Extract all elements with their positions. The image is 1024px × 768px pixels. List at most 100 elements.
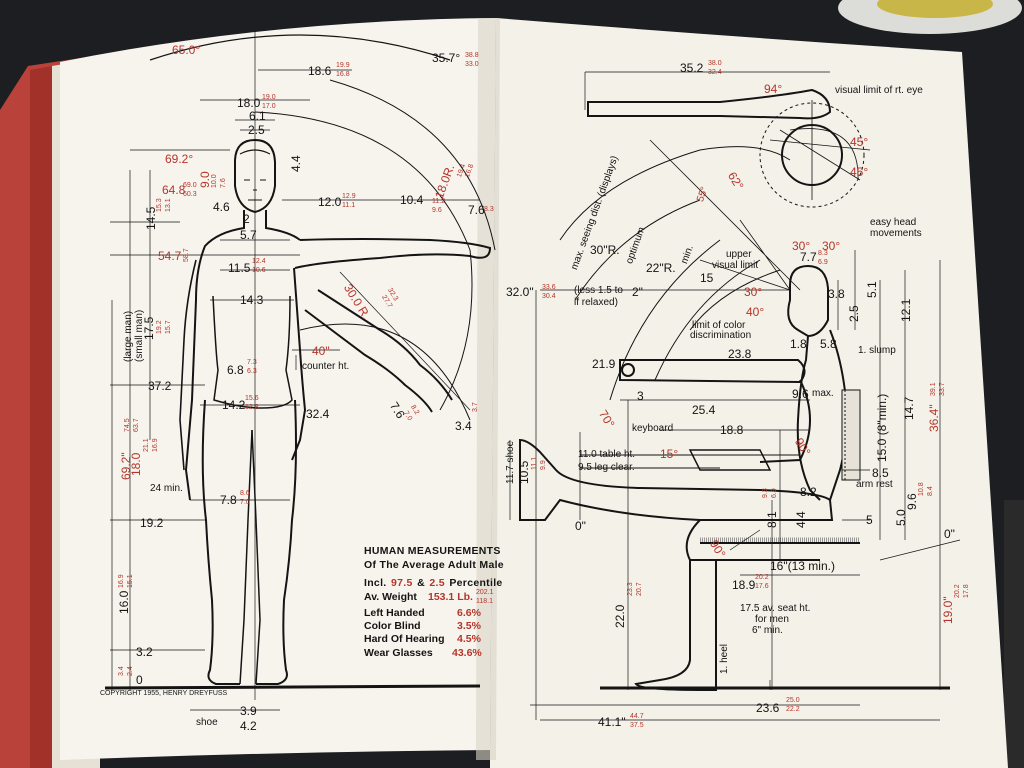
limit-color-label: limit of color <box>692 320 746 331</box>
dim-19-2: 19.2 <box>140 516 164 530</box>
dim-5-7: 5.7 <box>240 228 257 242</box>
stat-weight-value: 153.1 Lb. <box>428 591 473 603</box>
dim-23-8: 23.8 <box>728 347 752 361</box>
title-line-3: Incl. 97.5 & 2.5 Percentile <box>364 577 503 589</box>
dim-30in: 30"R. <box>590 243 620 257</box>
dim-6-8: 6.8 <box>227 363 244 377</box>
right-page <box>490 18 1008 768</box>
visual-limit-label: visual limit of rt. eye <box>835 85 923 96</box>
dim-4-4: 4.4 <box>289 155 303 172</box>
dim-0in: 0" <box>575 519 586 533</box>
dim-5-1: 5.1 <box>865 281 879 298</box>
dim-32-4: 32.4 <box>306 407 330 421</box>
dim-0in-right: 0" <box>944 527 955 541</box>
dim-14-7: 14.7 <box>902 396 916 420</box>
dim-40d: 40° <box>746 305 765 319</box>
easy-head-label: easy head <box>870 217 917 228</box>
dim-4-4r: 4.4 <box>794 511 808 528</box>
heel-label: 1. heel <box>719 643 730 674</box>
counter-ht-label: counter ht. <box>302 361 350 372</box>
dim-30b: 30° <box>822 239 841 253</box>
dim-25-4: 25.4 <box>692 403 716 417</box>
stat-glasses-label: Wear Glasses <box>364 647 433 659</box>
dim-14-3: 14.3 <box>240 293 264 307</box>
dim-18-0: 18.0 <box>237 96 261 110</box>
dim-11-5: 11.5 <box>228 261 251 275</box>
dim-6-1: 6.1 <box>249 109 266 123</box>
dim-3-8: 3.8 <box>828 287 845 301</box>
dim-5-0: 5.0 <box>894 509 908 526</box>
dim-12-1: 12.1 <box>899 298 913 322</box>
keyboard-label: keyboard <box>632 423 674 434</box>
dim-8-1: 8.1 <box>765 511 779 528</box>
dim-16-13min: 16"(13 min.) <box>770 559 835 573</box>
dim-9-0: 9.0 <box>198 171 212 188</box>
dim-65: 65.0° <box>172 43 201 57</box>
dim-10-5: 10.5 <box>517 460 531 484</box>
dim-18-6: 18.6 <box>308 64 332 78</box>
dim-18-8: 18.8 <box>720 423 744 437</box>
dim-12-0: 12.0 <box>318 195 342 209</box>
dim-21-9: 21.9 <box>592 357 616 371</box>
less-relaxed-2: if relaxed) <box>574 297 618 308</box>
dim-40-counter: 40" <box>312 344 330 358</box>
seat-ht-line3: 6" min. <box>752 625 783 636</box>
visual-limit2-label: visual limit <box>712 260 759 271</box>
small-man-label: (small man) <box>134 309 145 362</box>
dim-3-9: 3.9 <box>240 704 257 718</box>
dim-15-0: 15.0 (8"min.) <box>875 393 889 462</box>
upper-label: upper <box>726 249 752 260</box>
large-man-label: (large man) <box>123 310 134 362</box>
less-relaxed-1: (less 1.5 to <box>574 285 623 296</box>
seat-ht-line2: for men <box>755 614 789 625</box>
dim-1-8: 1.8 <box>790 337 807 351</box>
dim-45b: 45° <box>850 165 869 179</box>
dim-36-4: 36.4" <box>927 404 941 432</box>
dim-35-2: 35.2 <box>680 61 704 75</box>
dim-7-7: 7.7 <box>800 250 817 264</box>
dim-7-6: 7.6 <box>468 203 485 217</box>
dim-3-2: 3.2 <box>136 645 153 659</box>
dim-45a: 45° <box>850 135 869 149</box>
stat-color-blind-value: 3.5% <box>457 620 481 632</box>
dim-22r: 22"R. <box>646 261 676 275</box>
dim-15deg: 15° <box>660 447 679 461</box>
seated-man-drawing <box>509 71 961 721</box>
dim-7-8: 7.8 <box>220 493 237 507</box>
copyright-text: COPYRIGHT 1955, HENRY DREYFUSS <box>100 690 228 697</box>
dim-2: 2 <box>243 212 250 226</box>
dim-9-6b: 9.6 <box>905 493 919 510</box>
stat-color-blind-label: Color Blind <box>364 620 421 632</box>
dim-8-5: 8.5 <box>872 466 889 480</box>
dim-22-0: 22.0 <box>613 604 627 628</box>
dim-3-4: 3.4 <box>455 419 472 433</box>
dim-4-6: 4.6 <box>213 200 230 214</box>
stat-weight-label: Av. Weight <box>364 591 417 603</box>
stat-hearing-value: 4.5% <box>457 633 481 645</box>
dim-9-6: 9.6 <box>792 387 809 401</box>
discrimination-label: discrimination <box>690 330 752 341</box>
dim-54-7: 54.7 <box>158 249 182 263</box>
dim-2-5r: 2.5 <box>847 305 861 322</box>
slump-label: 1. slump <box>858 345 896 356</box>
dim-4-2: 4.2 <box>240 719 257 733</box>
dim-41-1: 41.1" <box>598 715 626 729</box>
title-line-2: Of The Average Adult Male <box>364 559 504 571</box>
left-page <box>60 18 496 760</box>
stat-left-handed-label: Left Handed <box>364 607 425 619</box>
dim-30c: 30° <box>744 285 763 299</box>
dim-24-min: 24 min. <box>150 483 183 494</box>
dim-94: 94° <box>764 82 783 96</box>
dim-11-7-shoe: 11.7 shoe <box>505 440 516 484</box>
stat-left-handed-value: 6.6% <box>457 607 481 619</box>
dim-2in: 2" <box>632 285 643 299</box>
stat-hearing-label: Hard Of Hearing <box>364 633 445 645</box>
dim-5: 5 <box>866 513 873 527</box>
max-label: max. <box>812 388 834 399</box>
dim-zero: 0 <box>136 673 143 687</box>
stat-glasses-value: 43.6% <box>452 647 482 659</box>
dim-37-2: 37.2 <box>148 379 172 393</box>
dim-19-0: 19.0" <box>941 596 955 624</box>
